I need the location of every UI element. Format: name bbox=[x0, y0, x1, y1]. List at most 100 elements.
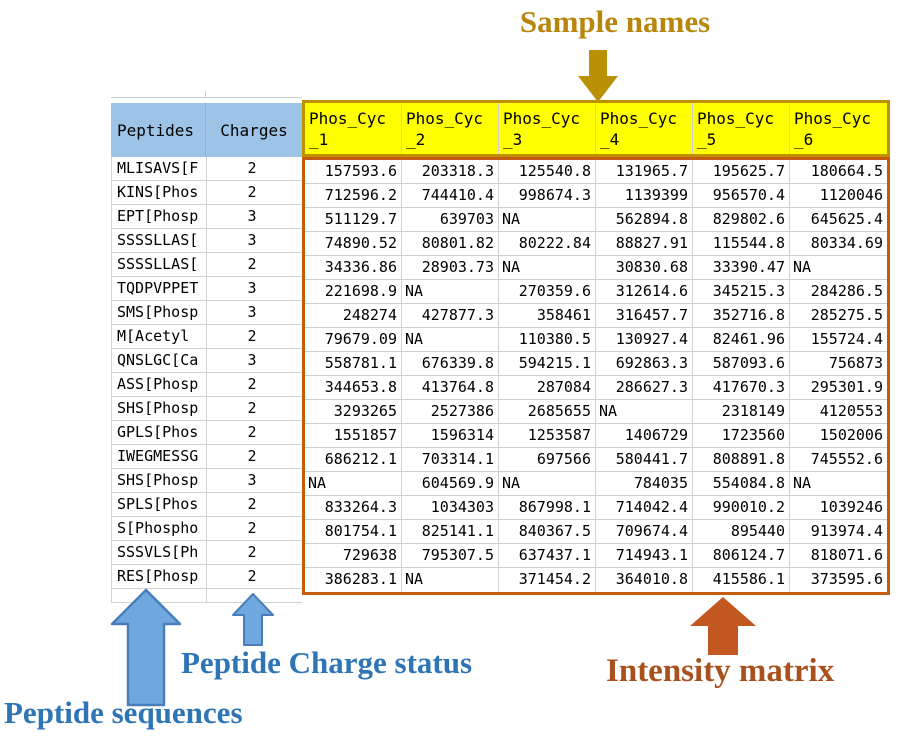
intensity-cell[interactable]: 1723560 bbox=[693, 424, 790, 447]
intensity-cell[interactable]: 371454.2 bbox=[499, 568, 596, 592]
peptide-cell[interactable]: SSSVLS[Ph bbox=[112, 541, 207, 564]
intensity-cell[interactable]: 1596314 bbox=[402, 424, 499, 447]
intensity-cell[interactable]: 352716.8 bbox=[693, 304, 790, 327]
intensity-cell[interactable]: 744410.4 bbox=[402, 184, 499, 207]
charge-cell[interactable]: 2 bbox=[247, 543, 257, 561]
intensity-cell[interactable]: 913974.4 bbox=[810, 522, 883, 540]
intensity-cell[interactable]: 34336.86 bbox=[305, 256, 402, 279]
peptide-cell[interactable]: SSSSLLAS[ bbox=[112, 229, 207, 252]
intensity-cell[interactable]: 287084 bbox=[499, 376, 596, 399]
intensity-cell[interactable]: 130927.4 bbox=[596, 328, 693, 351]
charge-cell[interactable]: 2 bbox=[247, 447, 257, 465]
intensity-cell[interactable]: 594215.1 bbox=[499, 352, 596, 375]
column-header-phos_cyc_2[interactable]: Phos_Cyc_2 bbox=[402, 103, 499, 154]
charge-cell[interactable]: 2 bbox=[247, 423, 257, 441]
column-header-charges[interactable]: Charges bbox=[220, 120, 288, 140]
peptide-cell[interactable]: RES[Phosp bbox=[112, 565, 207, 588]
intensity-cell[interactable]: 692863.3 bbox=[596, 352, 693, 375]
intensity-cell[interactable]: 1039246 bbox=[819, 498, 883, 516]
column-header-phos_cyc_1[interactable]: Phos_Cyc_1 bbox=[305, 103, 402, 154]
column-header-phos_cyc_5[interactable]: Phos_Cyc_5 bbox=[693, 103, 790, 154]
intensity-cell[interactable]: 82461.96 bbox=[693, 328, 790, 351]
intensity-cell[interactable]: 2527386 bbox=[402, 400, 499, 423]
intensity-cell[interactable]: 125540.8 bbox=[499, 160, 596, 183]
intensity-cell[interactable]: 604569.9 bbox=[402, 472, 499, 495]
intensity-cell[interactable]: 639703 bbox=[402, 208, 499, 231]
intensity-cell[interactable]: 295301.9 bbox=[810, 378, 883, 396]
intensity-cell[interactable]: 712596.2 bbox=[305, 184, 402, 207]
peptide-cell[interactable]: SPLS[Phos bbox=[112, 493, 207, 516]
peptide-cell[interactable]: KINS[Phos bbox=[112, 181, 207, 204]
intensity-cell[interactable]: 806124.7 bbox=[693, 544, 790, 567]
intensity-cell[interactable]: 285275.5 bbox=[810, 306, 883, 324]
intensity-cell[interactable]: NA bbox=[499, 472, 596, 495]
intensity-cell[interactable]: 1406729 bbox=[596, 424, 693, 447]
intensity-cell[interactable]: 33390.47 bbox=[693, 256, 790, 279]
intensity-cell[interactable]: 829802.6 bbox=[693, 208, 790, 231]
intensity-cell[interactable]: 28903.73 bbox=[402, 256, 499, 279]
column-header-peptides[interactable]: Peptides bbox=[111, 103, 206, 157]
charge-cell[interactable]: 3 bbox=[247, 351, 257, 369]
intensity-cell[interactable]: 956570.4 bbox=[693, 184, 790, 207]
intensity-cell[interactable]: 415586.1 bbox=[693, 568, 790, 592]
charge-cell[interactable]: 3 bbox=[247, 279, 257, 297]
intensity-cell[interactable]: 373595.6 bbox=[810, 570, 883, 588]
intensity-cell[interactable]: NA bbox=[305, 472, 402, 495]
intensity-cell[interactable]: 79679.09 bbox=[305, 328, 402, 351]
intensity-cell[interactable]: 1253587 bbox=[499, 424, 596, 447]
intensity-cell[interactable]: 3293265 bbox=[305, 400, 402, 423]
intensity-cell[interactable]: 990010.2 bbox=[693, 496, 790, 519]
intensity-cell[interactable]: 1551857 bbox=[305, 424, 402, 447]
intensity-cell[interactable]: 686212.1 bbox=[305, 448, 402, 471]
intensity-cell[interactable]: 74890.52 bbox=[305, 232, 402, 255]
intensity-cell[interactable]: 386283.1 bbox=[305, 568, 402, 592]
intensity-cell[interactable]: 316457.7 bbox=[596, 304, 693, 327]
charge-cell[interactable]: 2 bbox=[247, 183, 257, 201]
intensity-cell[interactable]: 4120553 bbox=[819, 402, 883, 420]
intensity-cell[interactable]: 30830.68 bbox=[596, 256, 693, 279]
intensity-cell[interactable]: NA bbox=[793, 474, 812, 492]
intensity-cell[interactable]: 2318149 bbox=[693, 400, 790, 423]
intensity-cell[interactable]: 286627.3 bbox=[596, 376, 693, 399]
intensity-cell[interactable]: 637437.1 bbox=[499, 544, 596, 567]
column-header-phos_cyc_3[interactable]: Phos_Cyc_3 bbox=[499, 103, 596, 154]
intensity-cell[interactable]: 558781.1 bbox=[305, 352, 402, 375]
peptide-cell[interactable]: SSSSLLAS[ bbox=[112, 253, 207, 276]
intensity-cell[interactable]: 2685655 bbox=[499, 400, 596, 423]
intensity-cell[interactable]: 714943.1 bbox=[596, 544, 693, 567]
intensity-cell[interactable]: 580441.7 bbox=[596, 448, 693, 471]
intensity-cell[interactable]: NA bbox=[402, 280, 499, 303]
intensity-cell[interactable]: 511129.7 bbox=[305, 208, 402, 231]
intensity-cell[interactable]: 110380.5 bbox=[499, 328, 596, 351]
intensity-cell[interactable]: 80334.69 bbox=[810, 234, 883, 252]
intensity-cell[interactable]: 1120046 bbox=[819, 186, 883, 204]
intensity-cell[interactable]: 417670.3 bbox=[693, 376, 790, 399]
intensity-cell[interactable]: 1034303 bbox=[402, 496, 499, 519]
intensity-cell[interactable]: 413764.8 bbox=[402, 376, 499, 399]
intensity-cell[interactable]: 1502006 bbox=[819, 426, 883, 444]
intensity-cell[interactable]: 745552.6 bbox=[810, 450, 883, 468]
intensity-cell[interactable]: 364010.8 bbox=[596, 568, 693, 592]
peptide-cell[interactable]: ASS[Phosp bbox=[112, 373, 207, 396]
intensity-cell[interactable]: 795307.5 bbox=[402, 544, 499, 567]
intensity-cell[interactable]: 714042.4 bbox=[596, 496, 693, 519]
intensity-cell[interactable]: 645625.4 bbox=[810, 210, 883, 228]
intensity-cell[interactable]: NA bbox=[402, 328, 499, 351]
peptide-cell[interactable]: SHS[Phosp bbox=[112, 397, 207, 420]
intensity-cell[interactable]: 587093.6 bbox=[693, 352, 790, 375]
intensity-cell[interactable]: 203318.3 bbox=[402, 160, 499, 183]
charge-cell[interactable]: 2 bbox=[247, 255, 257, 273]
charge-cell[interactable]: 3 bbox=[247, 207, 257, 225]
charge-cell[interactable]: 2 bbox=[247, 519, 257, 537]
intensity-cell[interactable]: 284286.5 bbox=[810, 282, 883, 300]
intensity-cell[interactable]: 88827.91 bbox=[596, 232, 693, 255]
charge-cell[interactable]: 2 bbox=[247, 399, 257, 417]
intensity-cell[interactable]: 756873 bbox=[828, 354, 883, 372]
charge-cell[interactable]: 2 bbox=[247, 375, 257, 393]
peptide-cell[interactable]: M[Acetyl bbox=[112, 325, 207, 348]
intensity-cell[interactable]: 80801.82 bbox=[402, 232, 499, 255]
intensity-cell[interactable]: 115544.8 bbox=[693, 232, 790, 255]
intensity-cell[interactable]: 80222.84 bbox=[499, 232, 596, 255]
charge-cell[interactable]: 3 bbox=[247, 303, 257, 321]
intensity-cell[interactable]: 270359.6 bbox=[499, 280, 596, 303]
